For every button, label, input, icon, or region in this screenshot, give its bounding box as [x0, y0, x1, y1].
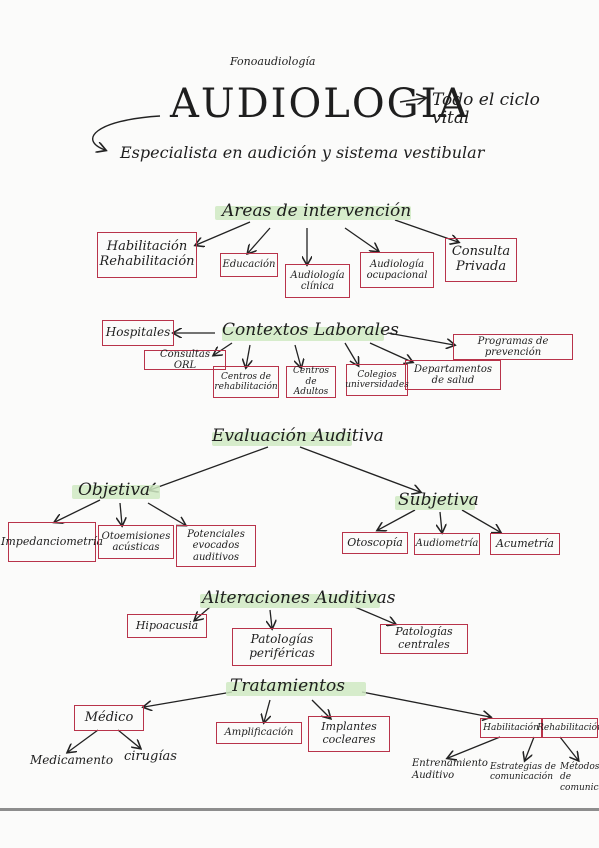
med-medicamento: Medicamento — [30, 753, 114, 767]
obj-otoemisiones: Otoemisiones acústicas — [98, 525, 174, 559]
arrow-ctx-dep — [369, 342, 412, 362]
arrow-alt-hipo — [195, 606, 211, 620]
subject-label: Fonoaudiología — [230, 55, 316, 68]
highlight-alteraciones — [200, 594, 380, 608]
arrow-hab-est — [525, 736, 535, 760]
area-clinica: Audiología clínica — [285, 264, 350, 298]
objetiva-label: Objetiva — [78, 480, 151, 500]
area-educacion: Educación — [220, 253, 278, 277]
arrow-obj-pot — [147, 502, 185, 525]
arrow-alt-perif — [270, 609, 272, 628]
arrow-tr-imp — [311, 699, 330, 718]
arrow-tr-med — [144, 691, 233, 707]
arrow-title-to-cycle — [399, 98, 425, 102]
arrow-ctx-rehab — [246, 344, 250, 367]
arrow-title-to-definition — [92, 115, 161, 150]
arrow-eval-subj — [299, 446, 420, 492]
tr-rehabilitacion: Rehabilitación — [537, 718, 599, 738]
arrow-hab-met — [559, 736, 578, 760]
arrow-obj-imp — [55, 499, 101, 522]
arrow-obj-oto — [120, 502, 122, 525]
contextos-heading: Contextos Laborales — [222, 320, 399, 340]
arrow-subj-otos — [378, 509, 416, 530]
highlight-objetiva — [72, 485, 160, 499]
hab-metodos: Métodos de comunicación — [560, 762, 599, 793]
subj-otoscopia: Otoscopía — [342, 532, 408, 554]
subj-acumetria: Acumetría — [490, 533, 560, 555]
arrow-ctx-orl — [214, 342, 233, 355]
area-privada: Consulta Privada — [445, 238, 517, 282]
ctx-consultas-orl: Consultas ORL — [144, 349, 226, 371]
alt-perifericas: Patologías periféricas — [232, 628, 332, 666]
arrow-med-cir — [117, 729, 140, 748]
area-ocupacional: Audiología ocupacional — [360, 252, 434, 288]
arrow-tr-hab — [361, 691, 490, 717]
areas-heading: Areas de intervención — [222, 201, 412, 221]
obj-impedanciometria: Impedanciometría — [1, 522, 103, 562]
definition-text: Especialista en audición y sistema vesti… — [120, 143, 485, 162]
arrow-ctx-col — [344, 342, 358, 365]
med-cirugias: cirugías — [124, 749, 177, 764]
subjetiva-label: Subjetiva — [398, 490, 479, 510]
obj-potenciales: Potenciales evocados auditivos — [176, 525, 256, 567]
ctx-hospitales: Hospitales — [102, 320, 174, 346]
arrow-ctx-prog — [387, 332, 454, 345]
alt-centrales: Patologías centrales — [380, 624, 468, 654]
highlight-subjetiva — [395, 496, 475, 510]
page-bottom-edge — [0, 808, 599, 811]
ctx-departamentos: Departamentos de salud — [405, 360, 501, 390]
arrow-hab-ent — [448, 736, 501, 758]
arrow-med-medic — [68, 729, 99, 752]
arrow-alt-cent — [354, 606, 395, 624]
side-note: Todo el ciclo vital — [432, 90, 540, 128]
ctx-centros-rehab: Centros de rehabilitación — [213, 366, 279, 398]
arrow-eval-obj — [150, 446, 269, 490]
tr-implantes: Implantes cocleares — [308, 716, 390, 752]
arrow-areas-hab — [196, 221, 251, 245]
page-title: AUDIOLOGIA — [170, 81, 470, 127]
ctx-centros-adultos: Centros de Adultos — [286, 366, 336, 398]
arrow-subj-acu — [461, 509, 500, 532]
tr-amplificacion: Amplificación — [216, 722, 302, 744]
tratamientos-heading: Tratamientos — [230, 676, 345, 696]
arrow-areas-edu — [248, 227, 271, 253]
alteraciones-heading: Alteraciones Auditivas — [202, 588, 396, 608]
subj-audiometria: Audiometría — [414, 533, 480, 555]
arrow-subj-aud — [440, 511, 442, 532]
hab-entrenamiento: Entrenamiento Auditivo — [412, 758, 488, 781]
evaluacion-heading: Evaluación Auditiva — [212, 426, 384, 446]
highlight-contextos — [222, 327, 384, 341]
ctx-programas: Programas de prevención — [453, 334, 573, 360]
area-habilitacion: Habilitación Rehabilitación — [97, 232, 197, 278]
highlight-areas — [215, 206, 411, 220]
alt-hipoacusia: Hipoacusia — [127, 614, 207, 638]
tr-medico: Médico — [74, 705, 144, 731]
highlight-evaluacion — [212, 432, 352, 446]
arrow-tr-amp — [264, 699, 270, 722]
highlight-tratamientos — [226, 682, 366, 696]
tr-habilitacion: Habilitación — [480, 718, 542, 738]
hab-estrategias: Estrategias de comunicación — [490, 762, 556, 783]
arrow-areas-ocup — [344, 227, 378, 251]
ctx-colegios: Colegios universidades — [345, 364, 409, 396]
arrow-ctx-adult — [295, 344, 301, 367]
